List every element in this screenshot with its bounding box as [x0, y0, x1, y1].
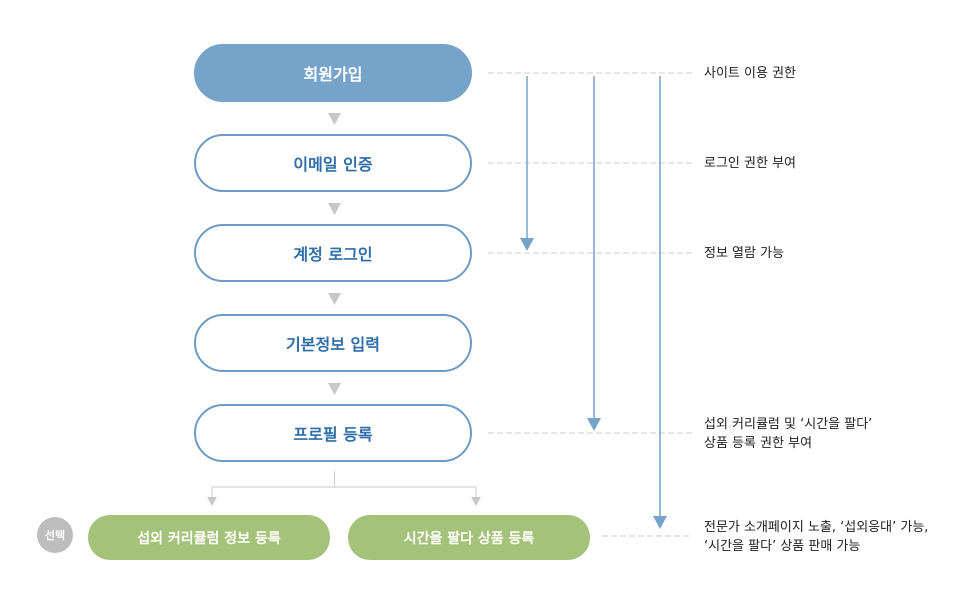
- optional-step-product: 시간을 팔다 상품 등록: [348, 515, 590, 560]
- permission-line: 전문가 소개페이지 노출, ‘섭외응대’ 가능,: [704, 520, 929, 535]
- permission-line: 정보 열람 가능: [704, 246, 785, 261]
- permission-line: 상품 등록 권한 부여: [704, 436, 813, 451]
- permission-desc: 사이트 이용 권한: [704, 64, 796, 83]
- step-arrow-icon: [328, 383, 341, 395]
- step-profile-registration: 프로필 등록: [194, 404, 472, 462]
- permission-arrow-head: [653, 516, 667, 529]
- permission-desc: 로그인 권한 부여: [704, 154, 796, 173]
- permission-desc: 섭외 커리큘럼 및 ‘시간을 팔다’ 상품 등록 권한 부여: [704, 415, 872, 453]
- branch-arrow-icon: [207, 497, 217, 506]
- permission-desc: 전문가 소개페이지 노출, ‘섭외응대’ 가능, ‘시간을 팔다’ 상품 판매 …: [704, 518, 928, 556]
- permission-arrow-head: [587, 418, 601, 431]
- step-signup: 회원가입: [194, 44, 472, 102]
- permission-line: 섭외 커리큘럼 및 ‘시간을 팔다’: [704, 417, 873, 432]
- permission-line: ‘시간을 팔다’ 상품 판매 가능: [704, 539, 861, 554]
- step-arrow-icon: [328, 293, 341, 305]
- permission-desc: 정보 열람 가능: [704, 244, 784, 263]
- optional-step-curriculum: 섭외 커리큘럼 정보 등록: [88, 515, 330, 560]
- step-email-verification: 이메일 인증: [194, 134, 472, 192]
- step-arrow-icon: [328, 113, 341, 125]
- branch-arrow-icon: [471, 497, 481, 506]
- step-basic-info: 기본정보 입력: [194, 314, 472, 372]
- permission-line: 로그인 권한 부여: [704, 156, 796, 171]
- permission-arrow-head: [520, 238, 534, 251]
- optional-badge: 선택: [37, 517, 73, 553]
- permission-line: 사이트 이용 권한: [704, 66, 796, 81]
- step-account-login: 계정 로그인: [194, 224, 472, 282]
- step-arrow-icon: [328, 203, 341, 215]
